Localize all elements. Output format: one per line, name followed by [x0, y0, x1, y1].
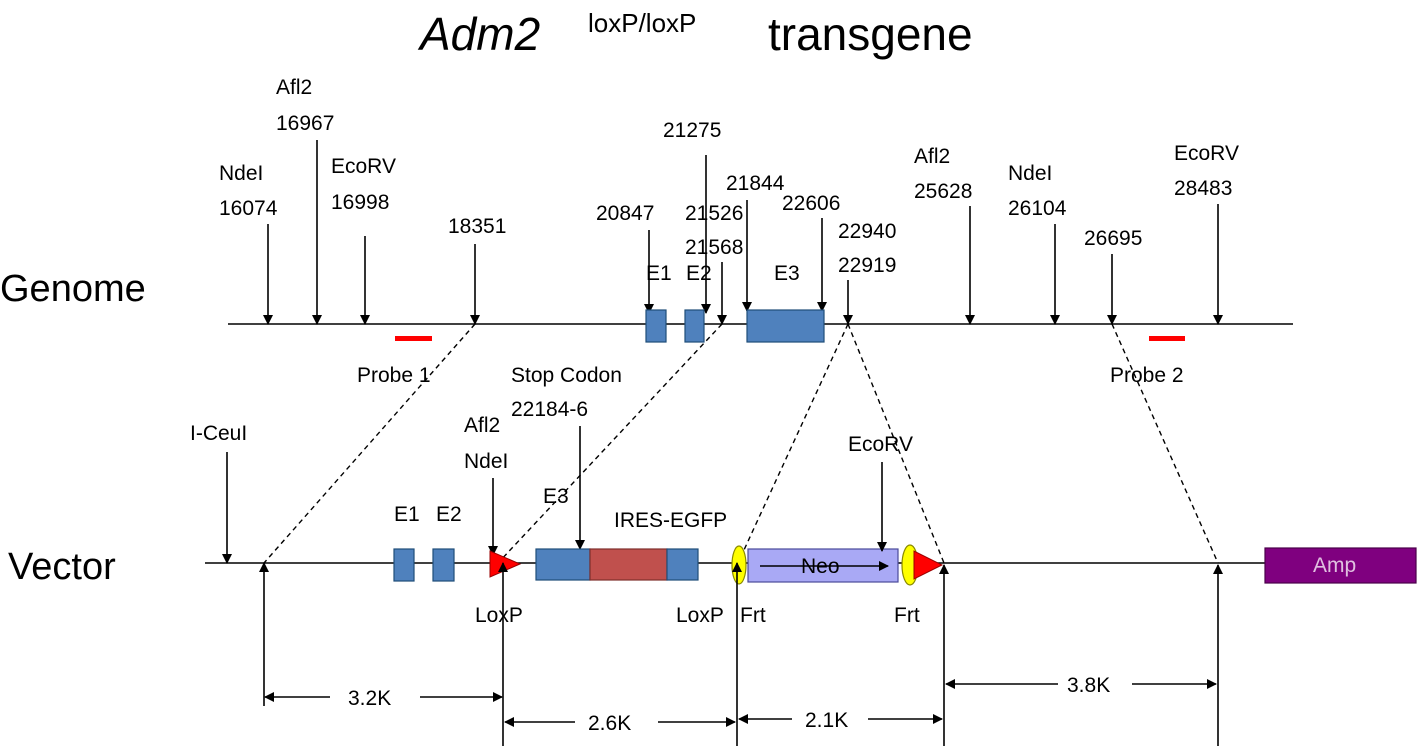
loxp-2-triangle	[913, 550, 944, 580]
stop-codon-label: Stop Codon	[511, 364, 622, 387]
genome-exon-e1-label: E1	[646, 262, 672, 285]
probe-2-bar	[1149, 336, 1185, 341]
vector-exon-e3-left	[535, 548, 591, 581]
title-superscript: loxP/loxP	[588, 8, 696, 38]
homology-line-3	[737, 323, 849, 564]
genome-site-21568: 21568	[685, 236, 743, 259]
distance-3-2k-label: 3.2K	[348, 687, 391, 710]
frt-1-label: Frt	[740, 604, 766, 627]
genome-site-afl2-2-pos: 25628	[914, 180, 972, 203]
genome-site-ecorv-2-name: EcoRV	[1174, 142, 1239, 165]
genome-site-afl2-1-pos: 16967	[276, 112, 334, 135]
genome-site-ndei-2-name: NdeI	[1008, 162, 1052, 185]
homology-line-2	[497, 323, 723, 564]
genome-site-22606: 22606	[782, 192, 840, 215]
frt-1-ellipse	[731, 545, 747, 585]
homology-lines	[263, 323, 1219, 564]
genome-exon-e2	[684, 309, 705, 343]
distance-markers: 3.2K 2.6K 2.1K 3.8K	[259, 562, 1223, 746]
genome-site-afl2-2-name: Afl2	[914, 145, 950, 168]
homology-line-4	[847, 323, 945, 564]
ires-egfp-box	[589, 548, 668, 581]
genome-site-22919: 22919	[838, 254, 896, 277]
genome-site-afl2-1-name: Afl2	[276, 76, 312, 99]
loxp-1-label: LoxP	[475, 604, 523, 627]
genome-exon-e3	[746, 309, 825, 343]
genome-site-21275: 21275	[663, 119, 721, 142]
probe-1-bar	[395, 336, 432, 341]
genome-site-ndei-2-pos: 26104	[1008, 197, 1067, 220]
vector-exon-e3-label: E3	[543, 485, 569, 508]
genome-site-22940: 22940	[838, 220, 896, 243]
genome-site-ecorv-2-pos: 28483	[1174, 177, 1232, 200]
vector-ecorv-label: EcoRV	[848, 433, 913, 456]
vector-row-label: Vector	[8, 546, 116, 588]
vector-iceui-label: I-CeuI	[190, 422, 247, 445]
loxp-2-label: LoxP	[676, 604, 724, 627]
vector-ndei-label: NdeI	[464, 450, 508, 473]
ires-egfp-label: IRES-EGFP	[614, 509, 727, 532]
genome-exon-e2-label: E2	[686, 262, 712, 285]
vector-exon-e2	[432, 548, 455, 582]
amp-box	[1264, 547, 1417, 584]
title-gene: Adm2	[417, 8, 540, 60]
distance-3-8k-label: 3.8K	[1067, 674, 1110, 697]
stop-codon-position: 22184-6	[511, 398, 588, 421]
genome-site-arrows	[263, 140, 1223, 325]
title: Adm2 loxP/loxP transgene	[417, 8, 973, 60]
genome-site-18351: 18351	[448, 215, 506, 238]
genome-row-label: Genome	[0, 268, 146, 310]
genome-site-21844: 21844	[726, 172, 785, 195]
frt-2-label: Frt	[894, 604, 920, 627]
vector-afl2-label: Afl2	[464, 414, 500, 437]
vector-exon-e1-label: E1	[394, 503, 420, 526]
vector-exon-e1	[393, 548, 415, 582]
genome-exon-e3-label: E3	[774, 262, 800, 285]
genome-exon-e1	[645, 309, 667, 343]
genome-site-ndei-1-name: NdeI	[219, 162, 263, 185]
probe-1-label: Probe 1	[357, 364, 431, 387]
title-suffix: transgene	[768, 8, 973, 60]
distance-2-6k-label: 2.6K	[588, 712, 631, 735]
distance-2-1k-label: 2.1K	[805, 709, 848, 732]
amp-label: Amp	[1313, 554, 1356, 577]
homology-line-1	[263, 323, 476, 564]
vector-exon-e3-right	[666, 548, 699, 581]
genome-site-21526: 21526	[685, 202, 743, 225]
genome-site-26695: 26695	[1084, 227, 1142, 250]
vector-exon-e2-label: E2	[436, 503, 462, 526]
probe-2-label: Probe 2	[1110, 364, 1184, 387]
genome-site-ndei-1-pos: 16074	[219, 197, 278, 220]
genome-site-ecorv-1-name: EcoRV	[331, 155, 396, 178]
genome-site-20847: 20847	[596, 202, 654, 225]
genome-site-ecorv-1-pos: 16998	[331, 191, 389, 214]
neo-label: Neo	[801, 555, 840, 578]
homology-line-5	[1111, 323, 1219, 564]
